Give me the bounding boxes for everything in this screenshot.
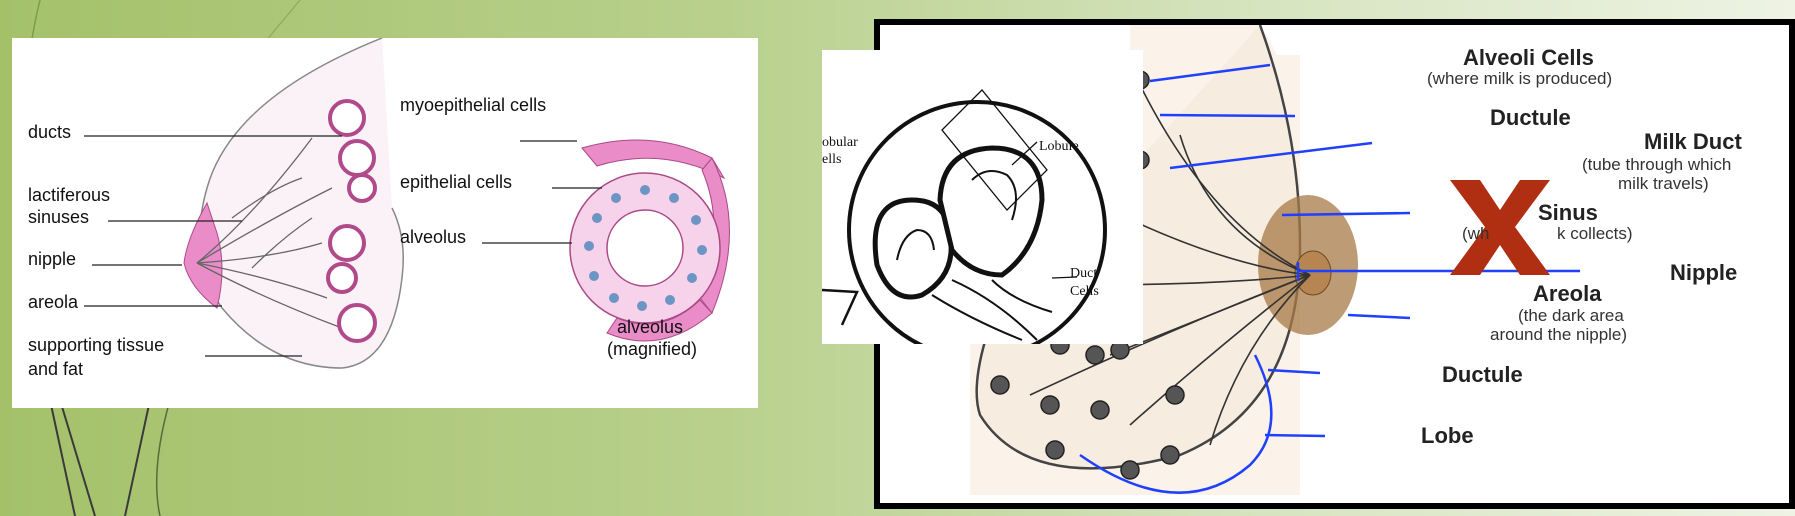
lobule-drawing: obular ells Lobule Duct Cells — [822, 89, 1107, 344]
label-areola: areola — [28, 292, 79, 312]
label-areola-note-2: around the nipple) — [1490, 325, 1627, 344]
label-supporting-tissue-1: supporting tissue — [28, 335, 164, 355]
lobule-inset-diagram: obular ells Lobule Duct Cells — [822, 50, 1143, 344]
label-alveolus-magnified-2: (magnified) — [607, 339, 697, 359]
label-supporting-tissue-2: and fat — [28, 359, 83, 379]
label-sinus-note-2: k collects) — [1557, 224, 1633, 243]
breast-anatomy-diagram: ducts lactiferous sinuses nipple areola … — [12, 38, 758, 408]
label-milk-duct: Milk Duct — [1644, 129, 1742, 154]
label-duct-cells-1: Duct — [1070, 266, 1097, 281]
label-lobule: Lobule — [1039, 139, 1079, 154]
label-lobular-cells-2: ells — [822, 152, 841, 167]
label-lactiferous-sinuses-1: lactiferous — [28, 185, 110, 205]
label-myoepithelial-cells: myoepithelial cells — [400, 95, 546, 115]
label-sinus: Sinus — [1538, 200, 1598, 225]
label-alveolus: alveolus — [400, 227, 466, 247]
label-milk-duct-note-1: (tube through which — [1582, 155, 1731, 174]
label-lobe: Lobe — [1421, 423, 1474, 448]
label-alveoli-cells-note: (where milk is produced) — [1427, 69, 1612, 88]
label-ductule-bottom: Ductule — [1442, 362, 1523, 387]
label-duct-cells-2: Cells — [1070, 284, 1099, 299]
label-sinus-note-1: (wh — [1462, 224, 1489, 243]
label-milk-duct-note-2: milk travels) — [1618, 174, 1709, 193]
label-lactiferous-sinuses-2: sinuses — [28, 207, 89, 227]
alveolus-magnified — [569, 139, 730, 342]
red-cross-icon — [1450, 180, 1550, 275]
label-alveolus-magnified-1: alveolus — [617, 317, 683, 337]
label-lobular-cells-1: obular — [822, 135, 858, 150]
label-nipple: nipple — [28, 249, 76, 269]
label-ducts: ducts — [28, 122, 71, 142]
label-epithelial-cells: epithelial cells — [400, 172, 512, 192]
label-nipple-right: Nipple — [1670, 260, 1737, 285]
label-ductule-top: Ductule — [1490, 105, 1571, 130]
label-alveoli-cells: Alveoli Cells — [1463, 45, 1594, 70]
breast-cross-section: ducts lactiferous sinuses nipple areola … — [28, 38, 730, 379]
label-areola-note-1: (the dark area — [1518, 306, 1624, 325]
label-areola-right: Areola — [1533, 281, 1602, 306]
